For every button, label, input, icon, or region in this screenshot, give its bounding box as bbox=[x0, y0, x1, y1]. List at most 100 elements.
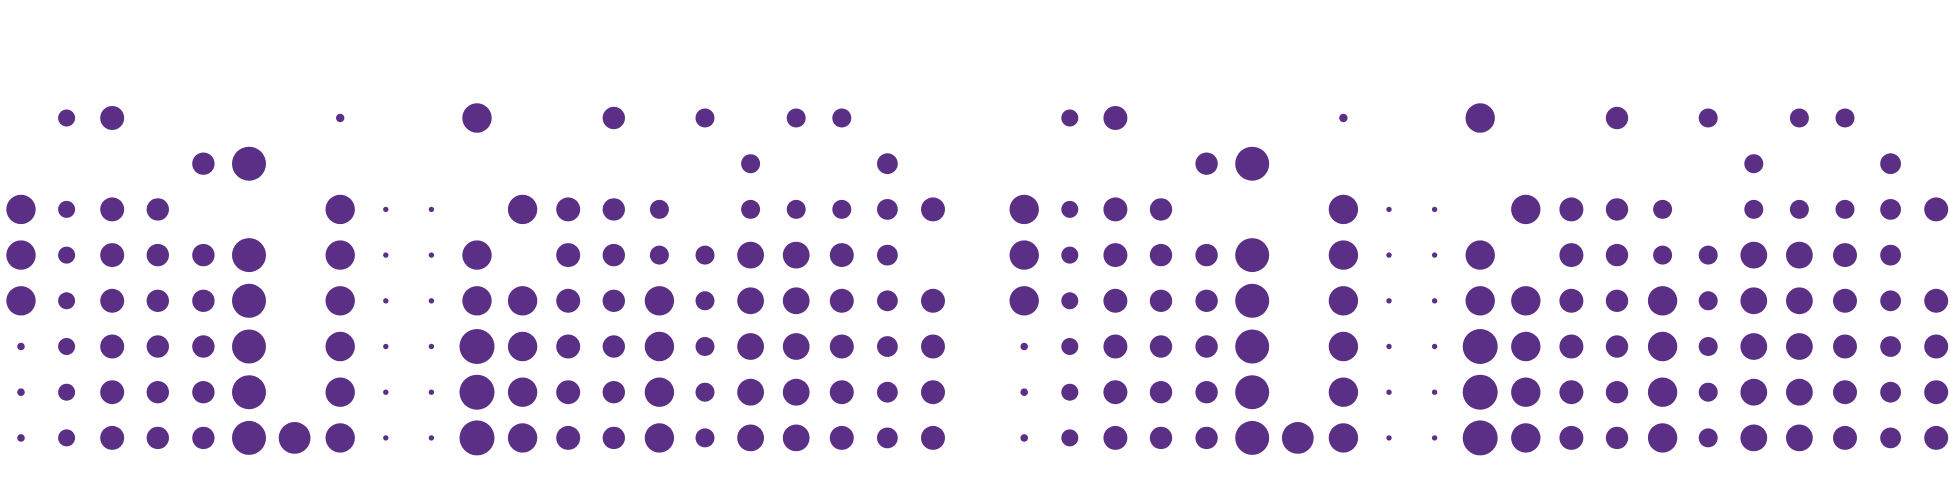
bubble-point bbox=[428, 298, 435, 304]
bubble-point bbox=[1740, 333, 1768, 360]
bubble-point bbox=[602, 289, 625, 312]
bubble-point bbox=[1653, 199, 1673, 219]
bubble-point bbox=[1235, 283, 1270, 318]
bubble-point bbox=[278, 422, 311, 454]
bubble-point bbox=[1195, 243, 1218, 267]
bubble-point bbox=[1462, 329, 1498, 364]
bubble-point bbox=[1559, 288, 1584, 313]
bubble-point bbox=[1328, 331, 1359, 362]
bubble-point bbox=[737, 241, 764, 269]
bubble-point bbox=[1653, 245, 1673, 265]
bubble-point bbox=[17, 342, 25, 351]
bubble-point bbox=[1328, 286, 1359, 316]
bubble-point bbox=[1559, 425, 1584, 450]
bubble-point bbox=[1833, 288, 1857, 313]
bubble-point bbox=[1880, 290, 1901, 312]
bubble-point bbox=[782, 424, 810, 452]
bubble-point bbox=[1924, 288, 1949, 313]
bubble-point bbox=[644, 377, 675, 407]
bubble-point bbox=[1559, 334, 1584, 359]
bubble-point bbox=[1511, 331, 1541, 362]
bubble-point bbox=[782, 287, 810, 315]
bubble-point bbox=[1740, 287, 1768, 315]
bubble-point bbox=[17, 434, 25, 442]
bubble-point bbox=[1789, 199, 1809, 219]
bubble-point bbox=[921, 334, 945, 359]
bubble-point bbox=[507, 377, 538, 407]
bubble-point bbox=[1833, 334, 1857, 359]
bubble-point bbox=[459, 420, 495, 456]
bubble-point bbox=[192, 152, 215, 175]
bubble-point bbox=[325, 331, 355, 362]
bubble-point bbox=[832, 108, 852, 128]
bubble-point bbox=[1195, 426, 1218, 450]
bubble-point bbox=[100, 106, 125, 130]
bubble-point bbox=[1061, 338, 1079, 355]
bubble-point bbox=[1647, 377, 1678, 407]
bubble-point bbox=[1605, 289, 1629, 312]
bubble-point bbox=[829, 334, 854, 359]
bubble-point bbox=[507, 286, 538, 316]
bubble-point bbox=[1605, 198, 1629, 221]
bubble-point bbox=[1386, 252, 1392, 258]
bubble-point bbox=[1698, 382, 1718, 402]
bubble-point bbox=[877, 153, 898, 175]
bubble-point bbox=[1880, 153, 1901, 175]
bubble-point bbox=[1789, 108, 1809, 128]
bubble-point bbox=[1149, 426, 1173, 450]
bubble-point bbox=[1740, 241, 1768, 269]
bubble-point bbox=[556, 288, 581, 313]
bubble-point bbox=[192, 289, 215, 312]
bubble-point bbox=[1386, 206, 1392, 213]
bubble-point bbox=[1328, 240, 1359, 270]
bubble-point bbox=[786, 108, 806, 128]
bubble-point bbox=[6, 286, 36, 316]
bubble-point bbox=[383, 389, 389, 395]
bubble-point bbox=[1149, 381, 1173, 404]
bubble-point bbox=[1386, 435, 1392, 441]
bubble-point bbox=[1195, 335, 1218, 358]
bubble-point bbox=[602, 198, 625, 221]
bubble-point bbox=[832, 199, 852, 219]
bubble-point bbox=[1328, 194, 1359, 225]
bubble-point bbox=[459, 374, 495, 410]
bubble-point bbox=[146, 289, 169, 312]
bubble-point bbox=[1103, 197, 1128, 222]
bubble-point bbox=[1149, 335, 1173, 358]
bubble-point bbox=[232, 238, 266, 273]
bubble-point bbox=[383, 343, 389, 350]
bubble-point bbox=[782, 241, 810, 269]
bubble-point bbox=[1386, 343, 1392, 350]
bubble-point bbox=[1020, 388, 1028, 397]
bubble-point bbox=[100, 243, 125, 268]
bubble-point bbox=[877, 199, 898, 220]
bubble-point bbox=[741, 154, 761, 174]
bubble-point bbox=[1880, 244, 1901, 266]
bubble-point bbox=[695, 108, 715, 128]
bubble-point bbox=[1149, 243, 1173, 267]
bubble-point bbox=[1386, 298, 1392, 304]
bubble-point bbox=[649, 245, 669, 265]
bubble-point bbox=[1647, 331, 1678, 362]
bubble-point bbox=[1698, 428, 1718, 448]
bubble-point bbox=[1605, 243, 1629, 267]
bubble-point bbox=[1511, 194, 1541, 225]
bubble-point bbox=[1103, 106, 1128, 130]
bubble-point bbox=[146, 381, 169, 404]
bubble-point bbox=[100, 334, 125, 359]
bubble-point bbox=[428, 435, 435, 441]
bubble-point bbox=[1605, 106, 1629, 130]
bubble-point bbox=[232, 146, 266, 181]
bubble-point bbox=[695, 337, 715, 356]
bubble-point bbox=[100, 380, 125, 405]
bubble-point bbox=[1605, 426, 1629, 450]
bubble-point bbox=[1009, 286, 1039, 316]
bubble-point bbox=[383, 435, 389, 441]
bubble-point bbox=[232, 375, 266, 410]
bubble-point bbox=[100, 288, 125, 313]
bubble-point bbox=[58, 109, 76, 127]
bubble-point bbox=[192, 381, 215, 404]
bubble-point bbox=[1835, 108, 1855, 128]
